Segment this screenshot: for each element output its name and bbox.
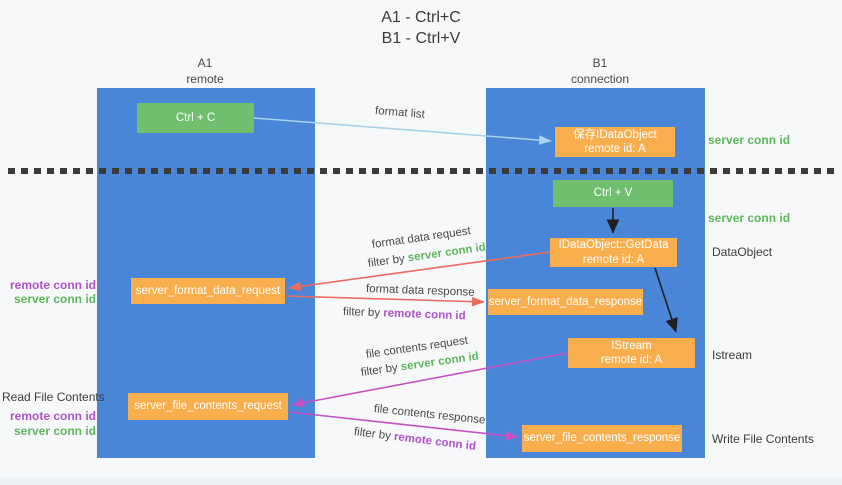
- left-label-group-file: Read File Contents remote conn id server…: [2, 390, 105, 438]
- node-server-file-contents-request-label: server_file_contents_request: [134, 400, 282, 413]
- node-server-format-data-request: server_format_data_request: [131, 278, 285, 304]
- node-istream-line2: remote id: A: [600, 354, 663, 366]
- left-label-read-file-contents: Read File Contents: [2, 390, 105, 404]
- arrow-label-filter4: filter by remote conn id: [353, 426, 476, 453]
- node-server-format-data-response-label: server_format_data_response: [488, 295, 643, 308]
- node-idataobject-getdata-line2: remote id: A: [582, 253, 645, 266]
- arrow-label-filter3-prefix: filter by: [360, 361, 402, 379]
- lane-b1-subtitle: connection: [570, 71, 630, 86]
- node-save-idataobject-line1: 保存IDataObject: [573, 128, 657, 141]
- node-server-format-data-request-label: server_format_data_request: [135, 284, 281, 297]
- arrow-label-filter4-key: remote conn id: [393, 430, 477, 453]
- title-line-2: B1 - Ctrl+V: [381, 29, 461, 47]
- node-ctrl-v-label: Ctrl + V: [593, 187, 633, 200]
- left-label-server-conn-id-2: server conn id: [13, 423, 96, 438]
- node-idataobject-getdata-line1: IDataObject::GetData: [558, 239, 669, 252]
- node-idataobject-getdata: IDataObject::GetData remote id: A: [550, 238, 677, 267]
- arrow-label-filter1-prefix: filter by: [367, 252, 409, 270]
- node-ctrl-c: Ctrl + C: [137, 103, 254, 133]
- right-label-server-conn-id-top: server conn id: [708, 133, 791, 147]
- arrow-label-filter4-prefix: filter by: [353, 426, 395, 443]
- node-ctrl-v: Ctrl + V: [553, 180, 673, 207]
- lane-a1-header: A1 remote: [145, 56, 265, 87]
- right-label-write-file-contents: Write File Contents: [712, 432, 814, 446]
- node-istream: IStream remote id: A: [568, 338, 695, 368]
- left-label-server-conn-id-1: server conn id: [13, 292, 96, 307]
- node-server-file-contents-response-label: server_file_contents_response: [523, 432, 681, 445]
- lane-b1-name: B1: [592, 56, 608, 70]
- node-save-idataobject-line2: remote id: A: [584, 143, 646, 155]
- diagram-title: A1 - Ctrl+C B1 - Ctrl+V: [0, 8, 842, 50]
- title-line-1: A1 - Ctrl+C: [381, 9, 461, 26]
- node-server-format-data-response: server_format_data_response: [488, 289, 643, 315]
- lane-b1-header: B1 connection: [540, 56, 660, 87]
- node-istream-line1: IStream: [611, 339, 652, 352]
- arrow-label-filter1-key: server conn id: [407, 241, 487, 265]
- left-label-group-format: remote conn id server conn id: [8, 278, 96, 307]
- arrow-label-file-contents-response: file contents response: [373, 403, 486, 427]
- node-server-file-contents-response: server_file_contents_response: [522, 425, 682, 452]
- left-label-remote-conn-id-1: remote conn id: [9, 278, 96, 292]
- phase-separator-dotted-line: [8, 168, 836, 174]
- right-label-istream: Istream: [712, 348, 753, 362]
- right-label-dataobject: DataObject: [712, 245, 773, 259]
- node-server-file-contents-request: server_file_contents_request: [128, 393, 288, 420]
- right-label-server-conn-id-mid: server conn id: [708, 211, 791, 225]
- bottom-strip: [0, 477, 842, 485]
- arrow-label-filter2-prefix: filter by: [342, 306, 384, 320]
- node-save-idataobject: 保存IDataObject remote id: A: [555, 127, 675, 157]
- left-label-remote-conn-id-2: remote conn id: [9, 409, 96, 424]
- lane-a1-subtitle: remote: [186, 71, 224, 86]
- node-ctrl-c-label: Ctrl + C: [175, 111, 216, 124]
- arrow-label-format-data-response: format data response: [365, 283, 475, 299]
- arrow-label-filter2: filter by remote conn id: [343, 306, 466, 322]
- arrow-label-filter2-key: remote conn id: [383, 307, 466, 323]
- lane-a1-name: A1: [197, 56, 213, 70]
- arrow-label-format-list: format list: [374, 105, 426, 121]
